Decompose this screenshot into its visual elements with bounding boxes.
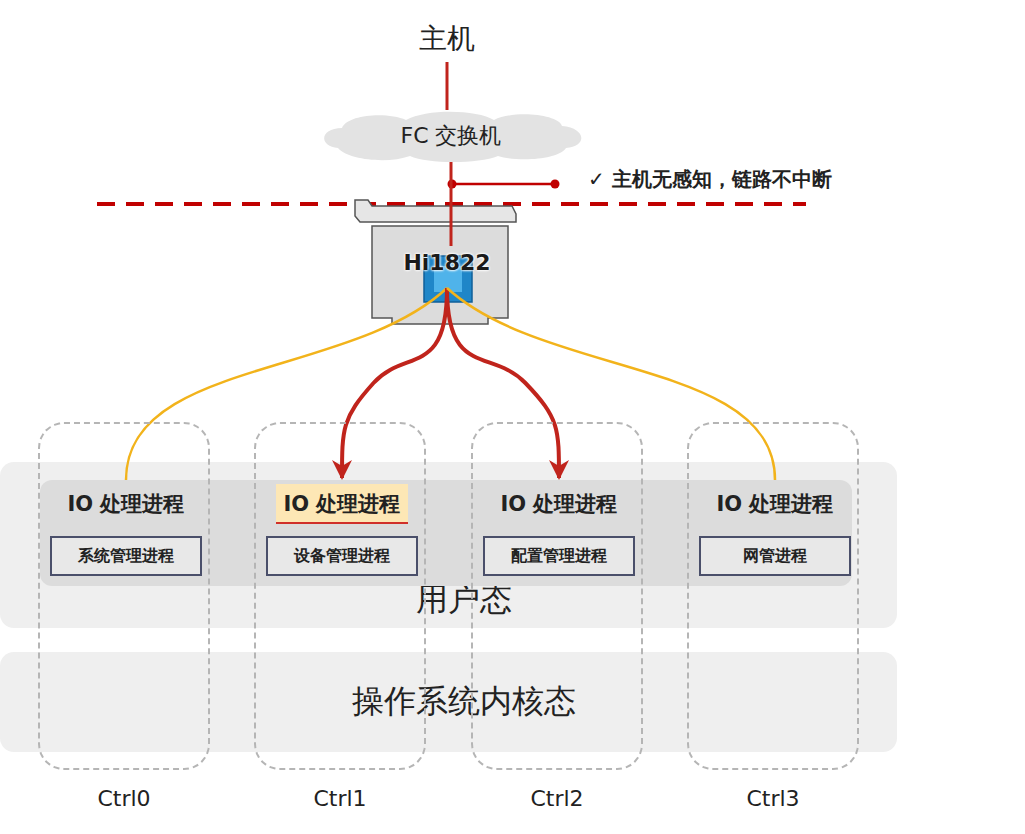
- callout-dot: [448, 180, 457, 189]
- host-label: 主机: [400, 16, 494, 62]
- card-bracket: [355, 200, 516, 222]
- node-text: Ctrl1: [256, 786, 424, 811]
- node-text: Hi1822: [403, 250, 490, 275]
- node-text: 操作系统内核态: [352, 680, 576, 724]
- connector: [126, 288, 447, 480]
- connector: [447, 288, 559, 478]
- callout-leader: [452, 183, 555, 186]
- switch-cloud: FC 交换机: [318, 110, 584, 162]
- node-text: 用户态: [416, 578, 512, 622]
- io-process: IO 处理进程配置管理进程: [479, 480, 639, 586]
- io-process: IO 处理进程系统管理进程: [46, 480, 206, 586]
- node-text: 主机: [419, 20, 475, 58]
- kernel-mode-band: 操作系统内核态: [0, 652, 897, 752]
- node-text: 网管进程: [743, 546, 807, 567]
- controller-box: Ctrl1IO 处理进程设备管理进程: [254, 422, 426, 770]
- node-text: Ctrl3: [689, 786, 857, 811]
- callout-dot: [551, 180, 560, 189]
- controller-box: Ctrl2IO 处理进程配置管理进程: [471, 422, 643, 770]
- controller-box: Ctrl3IO 处理进程网管进程: [687, 422, 859, 770]
- callout-note: ✓ 主机无感知，链路不中断: [588, 166, 832, 193]
- controller-box: Ctrl0IO 处理进程系统管理进程: [38, 422, 210, 770]
- node-text: 系统管理进程: [78, 546, 174, 567]
- io-process: IO 处理进程设备管理进程: [262, 480, 422, 586]
- node-text: IO 处理进程: [709, 484, 842, 522]
- netmgmt-box: 网管进程: [699, 536, 851, 576]
- card-body: [372, 226, 508, 324]
- device-mgmt-box: 设备管理进程: [266, 536, 418, 576]
- connector: [342, 288, 447, 478]
- io-process: IO 处理进程网管进程: [695, 480, 855, 586]
- node-text: Ctrl0: [40, 786, 208, 811]
- node-text: 设备管理进程: [294, 546, 390, 567]
- node-text: IO 处理进程: [60, 484, 193, 522]
- io-row: [40, 480, 852, 586]
- system-mgmt-box: 系统管理进程: [50, 536, 202, 576]
- node-text: 配置管理进程: [511, 546, 607, 567]
- config-mgmt-box: 配置管理进程: [483, 536, 635, 576]
- cloud-outline: [324, 112, 581, 162]
- hba-card: Hi1822: [372, 246, 522, 292]
- node-text: FC 交换机: [400, 121, 501, 151]
- connector: [446, 62, 449, 110]
- node-text: IO 处理进程: [493, 484, 626, 522]
- connector: [447, 288, 775, 480]
- node-text: Ctrl2: [473, 786, 641, 811]
- connector: [450, 162, 453, 246]
- node-text: IO 处理进程: [276, 484, 409, 524]
